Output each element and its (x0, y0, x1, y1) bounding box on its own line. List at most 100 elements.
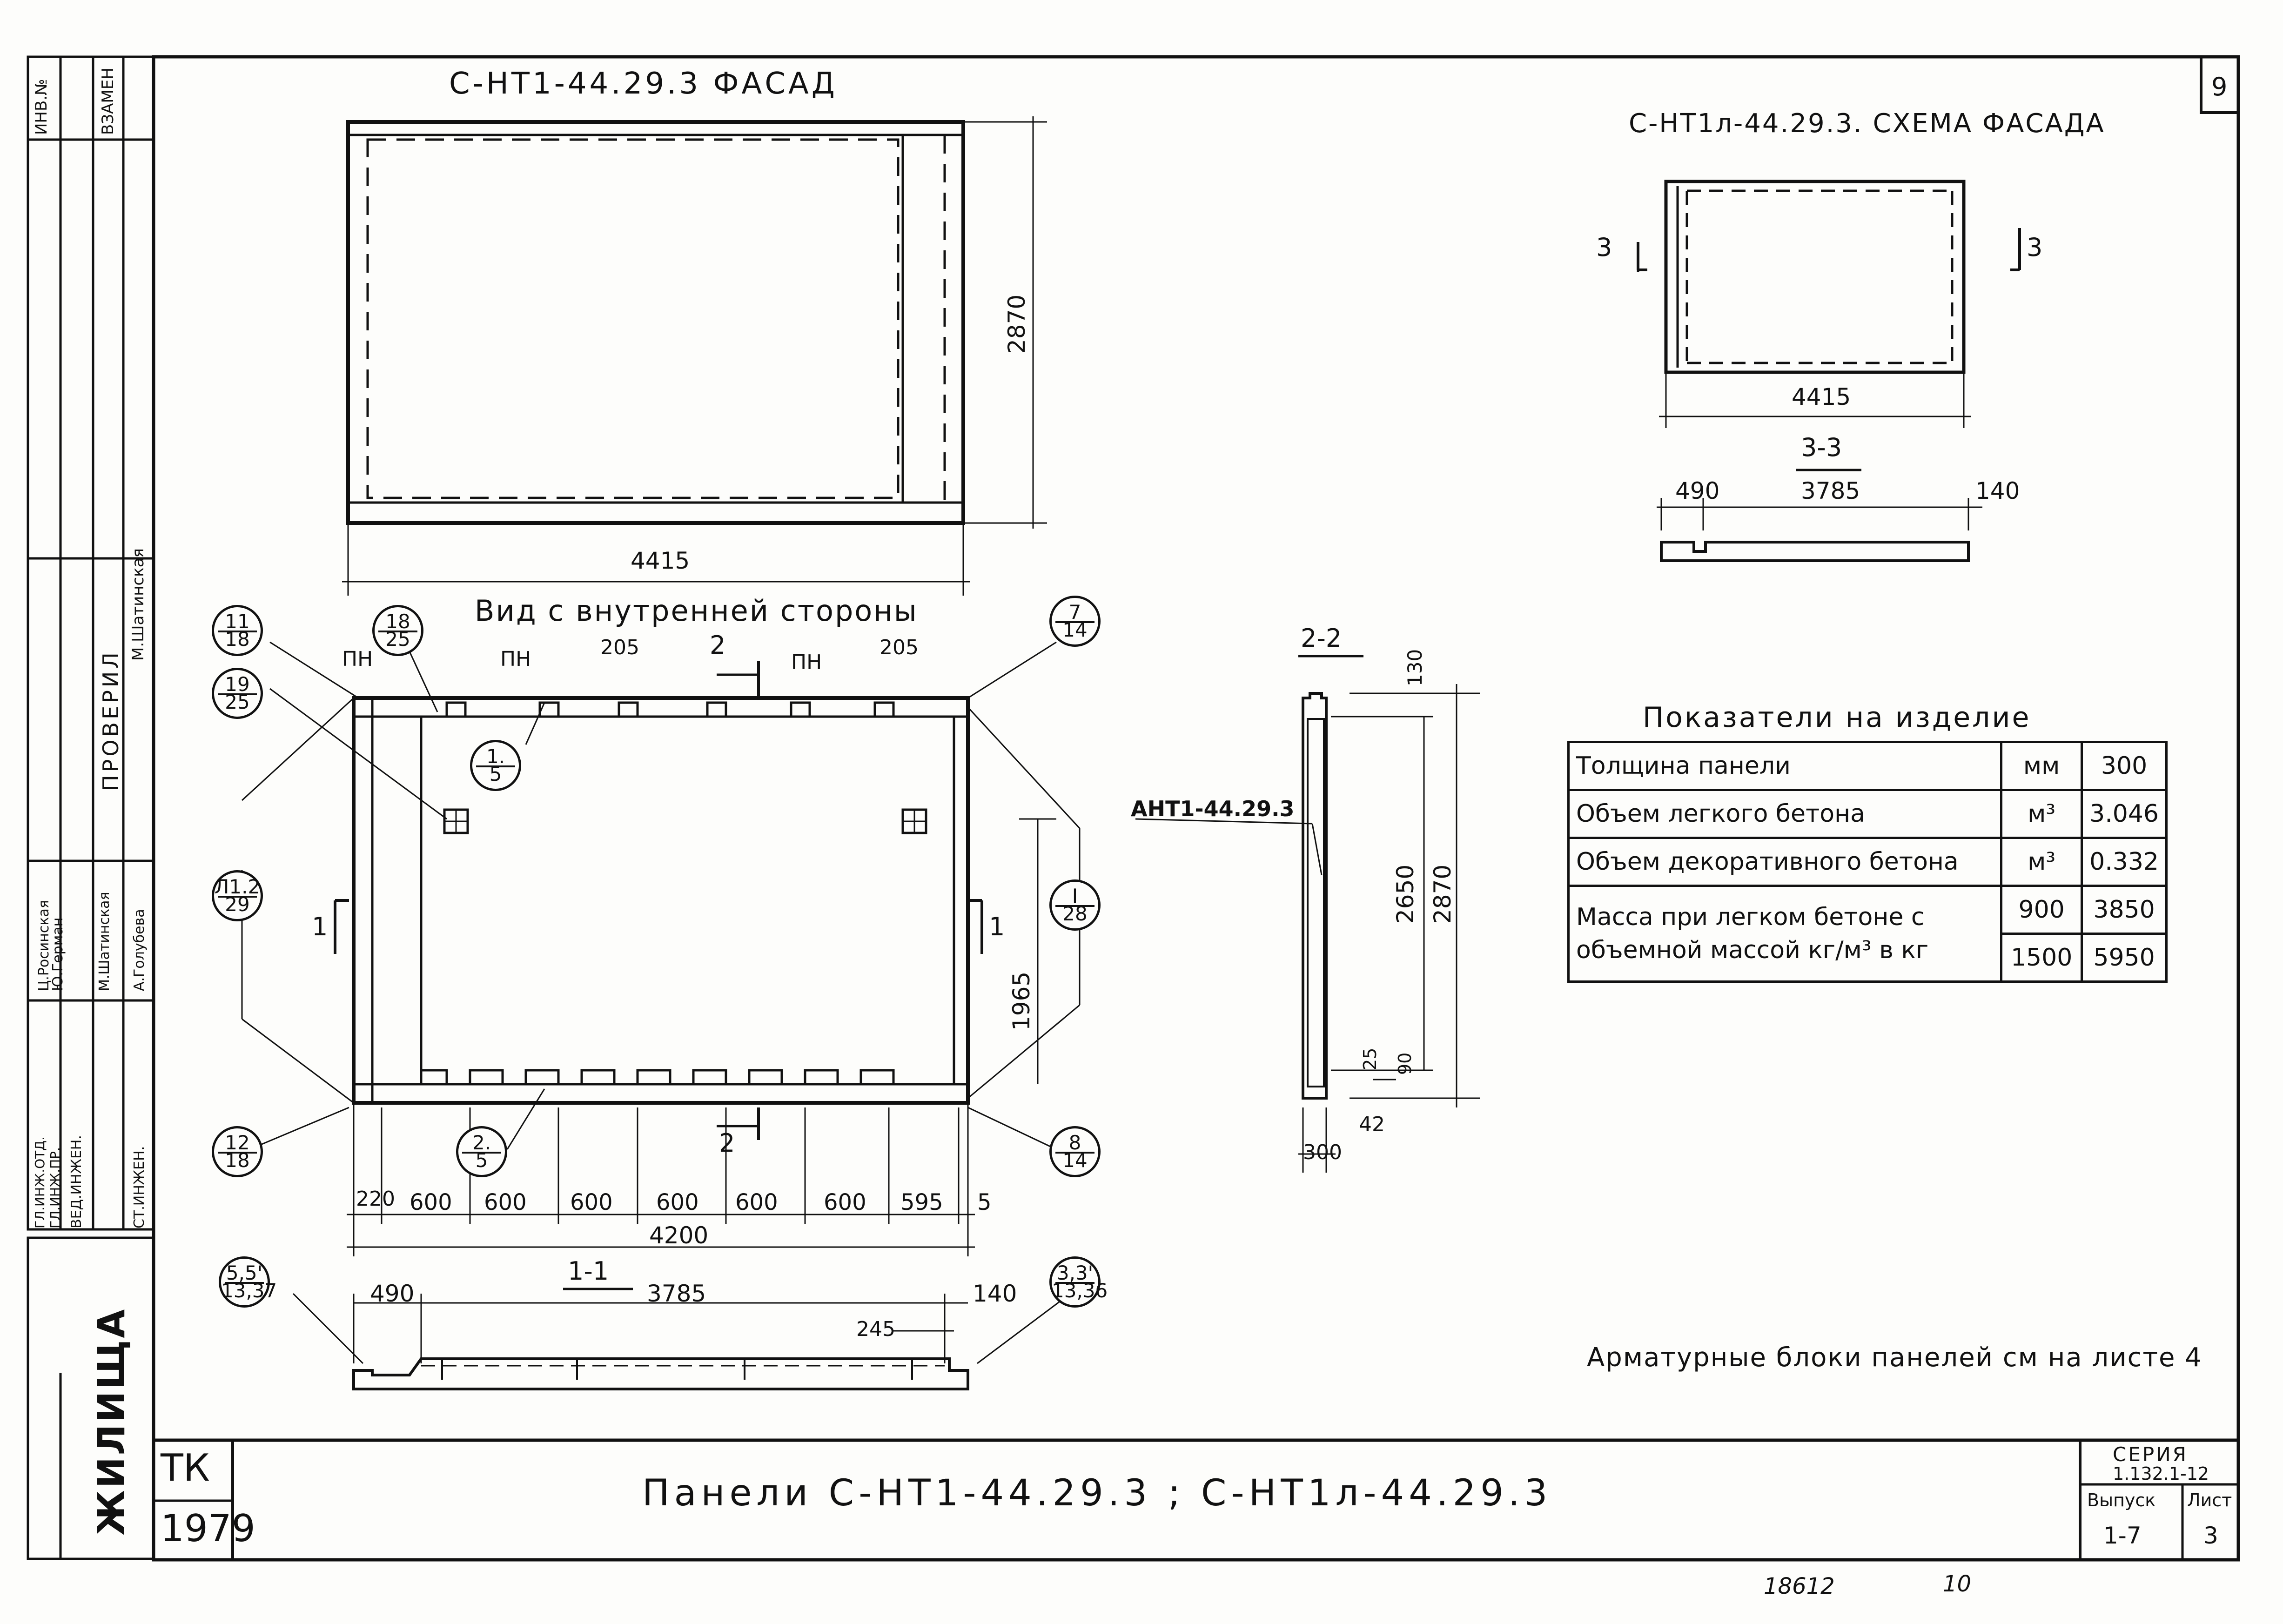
mass-value-5950: 5950 (2081, 933, 2168, 983)
title-year: 1979 (161, 1507, 255, 1550)
dim-130: 130 (1403, 649, 1426, 686)
row-label: Объем декоративного бетона (1567, 837, 2003, 887)
series-value: 1.132.1-12 (2113, 1463, 2209, 1484)
row-value: 0.332 (2081, 837, 2168, 887)
scheme-dim-right: 140 (1975, 477, 2020, 504)
dim-90: 90 (1395, 1052, 1415, 1075)
callout-33-1336: 3,3'13,36 (1049, 1256, 1108, 1308)
series-label: СЕРИЯ (2113, 1443, 2188, 1466)
dim-25: 25 (1360, 1047, 1380, 1070)
dim-1965: 1965 (1008, 971, 1035, 1031)
bottom-dim-600-1: 600 (410, 1189, 452, 1215)
pn-label-3: ПН (791, 651, 822, 674)
issue-value: 1-7 (2103, 1522, 2142, 1549)
row-unit: мм (2000, 741, 2083, 791)
archive-number: 18612 (1764, 1573, 1835, 1599)
dim-2650: 2650 (1392, 864, 1419, 924)
row-unit: м³ (2000, 789, 2083, 839)
row-value: 3.046 (2081, 789, 2168, 839)
scheme-dim-mid: 3785 (1801, 477, 1860, 504)
sheet-number: 9 (2211, 72, 2228, 101)
reinforcement-note: Арматурные блоки панелей см на листе 4 (1587, 1342, 2202, 1373)
dim-42: 42 (1359, 1113, 1385, 1136)
stamp-role-4: СТ.ИНЖЕН. (131, 1146, 148, 1228)
stamp-name-2: Ю.Герман (50, 917, 66, 991)
indicators-table: Толщина панели мм 300 Объем легкого бето… (1567, 741, 2168, 983)
stamp-name-3: М.Шатинская (96, 892, 113, 991)
bottom-dim-600-3: 600 (570, 1189, 613, 1215)
bottom-dim-600-4: 600 (656, 1189, 699, 1215)
row-unit: м³ (2000, 837, 2083, 887)
callout-2-5: 2.5 (456, 1126, 507, 1177)
table-row: 1500 5950 (1569, 933, 2168, 983)
stamp-role-3: ВЕД.ИНЖЕН. (68, 1135, 85, 1228)
facade-height: 2870 (1003, 294, 1030, 354)
section-1-1-dim-left: 490 (370, 1280, 415, 1307)
section-1-1-label: 1-1 (568, 1256, 609, 1286)
anchor-label: АНТ1-44.29.3 (1131, 796, 1295, 821)
dim-2870: 2870 (1429, 864, 1456, 924)
mass-density-900: 900 (2000, 885, 2083, 935)
stamp-inv: ИНВ.№ (32, 79, 51, 135)
stamp-org-vertical: ЖИЛИЩА (90, 1307, 133, 1536)
bottom-dim-595: 595 (900, 1189, 943, 1215)
pn-label-2: ПН (500, 647, 531, 671)
section-1-1-dim-mid: 3785 (647, 1280, 706, 1307)
stamp-name-1: Ц.Росинская (36, 900, 52, 991)
mass-label-line-2: объемной массой кг/м³ в кг (1576, 936, 1929, 964)
bottom-dim-600-2: 600 (484, 1189, 527, 1215)
section-1-1-dim-right: 140 (973, 1280, 1017, 1307)
issue-label: Выпуск (2087, 1490, 2156, 1510)
stamp-role-1: ГЛ.ИНЖ.ОТД. (32, 1136, 47, 1228)
stamp-checker-1: М.Шатинская (129, 548, 148, 661)
scheme-dim-left: 490 (1675, 477, 1720, 504)
indicators-title: Показатели на изделие (1643, 701, 2031, 734)
table-row: Масса при легком бетоне с объемной массо… (1567, 885, 2168, 983)
section-1-1-dim-245: 245 (856, 1317, 895, 1341)
mass-value-3850: 3850 (2081, 885, 2168, 935)
section-2-2-label: 2-2 (1301, 624, 1342, 653)
section-2-bottom: 2 (719, 1128, 735, 1158)
inner-view-title: Вид с внутренней стороны (475, 594, 918, 628)
callout-1-5: 1.5 (470, 740, 521, 791)
scheme-cut-right: 3 (2027, 233, 2043, 262)
bottom-dim-600-6: 600 (824, 1189, 866, 1215)
table-row: Объем легкого бетона м³ 3.046 (1567, 789, 2168, 839)
dim-205-a: 205 (600, 636, 639, 659)
stamp-proveril: ПРОВЕРИЛ (98, 650, 123, 791)
table-row: Объем декоративного бетона м³ 0.332 (1567, 837, 2168, 887)
sheet-label: Лист (2187, 1490, 2232, 1510)
row-value: 300 (2081, 741, 2168, 791)
sheet-value: 3 (2203, 1522, 2218, 1549)
facade-width: 4415 (631, 547, 690, 574)
title-org: ТК (161, 1446, 210, 1490)
section-1-left: 1 (312, 912, 328, 941)
section-2-top: 2 (710, 631, 726, 660)
facade-title: С-НТ1-44.29.3 ФАСАД (449, 67, 838, 101)
row-label: Толщина панели (1567, 741, 2003, 791)
bottom-dim-600-5: 600 (735, 1189, 778, 1215)
row-label: Объем легкого бетона (1567, 789, 2003, 839)
mass-density-1500: 1500 (2000, 933, 2083, 983)
dim-205-b: 205 (880, 636, 919, 659)
pn-label-1: ПН (342, 647, 373, 671)
table-row: Толщина панели мм 300 (1567, 741, 2168, 791)
stamp-role-2: ГЛ.ИНЖ.ПР. (47, 1147, 63, 1228)
total-width-4200: 4200 (649, 1222, 709, 1249)
section-1-right: 1 (989, 912, 1005, 941)
mass-label: Масса при легком бетоне с объемной массо… (1567, 885, 2003, 983)
stamp-name-4: А.Голубева (131, 909, 148, 991)
bottom-dim-220: 220 (356, 1187, 395, 1211)
scheme-title: С-НТ1л-44.29.3. СХЕМА ФАСАДА (1629, 108, 2105, 139)
bottom-dim-5: 5 (977, 1189, 992, 1215)
